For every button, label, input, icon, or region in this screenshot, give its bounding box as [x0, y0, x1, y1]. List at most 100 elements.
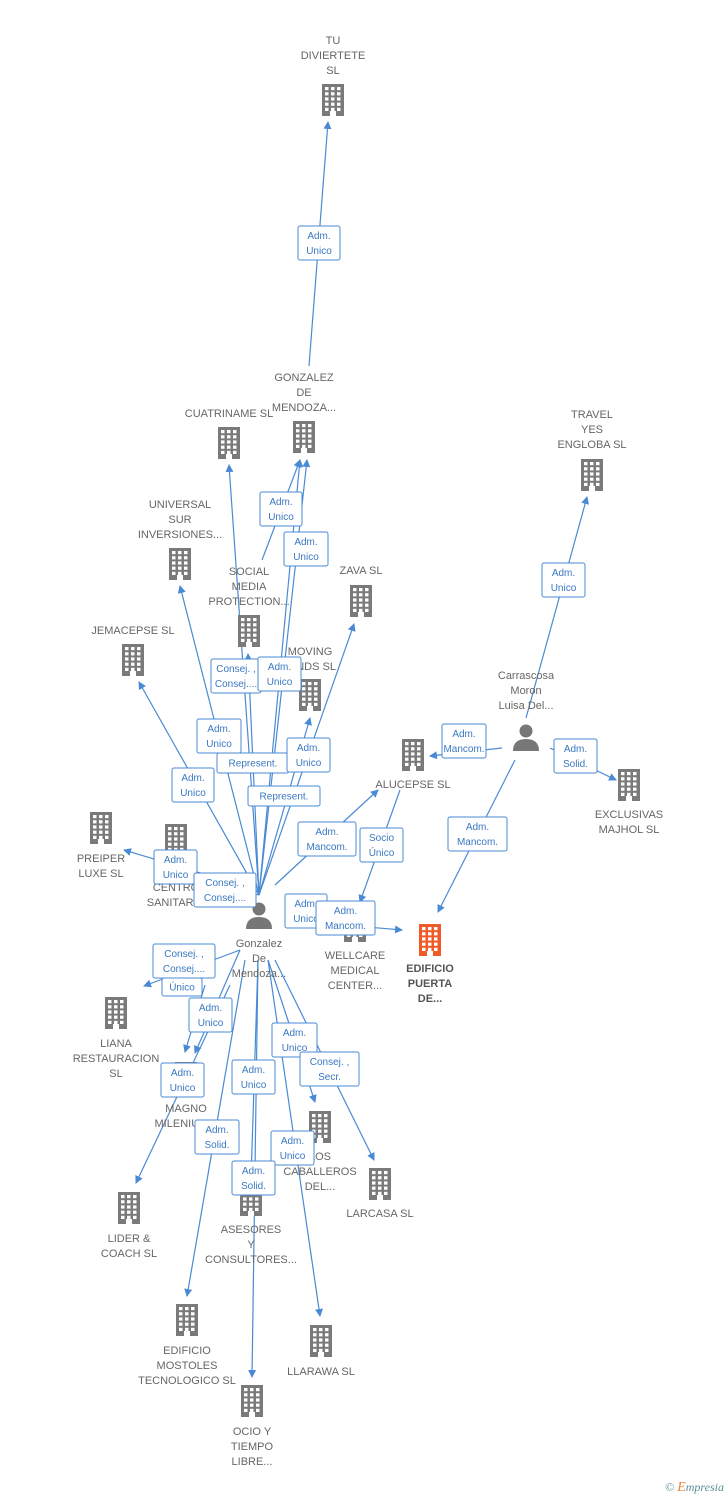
edge-label-e_gp_zava[interactable]: Adm.Unico	[286, 737, 331, 773]
node-jemacepse[interactable]: JEMACEPSE SL	[91, 625, 175, 676]
edge-label-text: Adm.	[452, 729, 475, 740]
node-label-line: WELLCARE	[325, 950, 386, 962]
footer-brand[interactable]: © Empresia	[665, 1480, 724, 1496]
building-icon	[299, 679, 321, 711]
node-label-line: LIDER &	[108, 1233, 151, 1245]
node-label-line: EDIFICIO	[406, 963, 454, 975]
edge-label-e_gp_magno[interactable]: Adm.Unico	[188, 997, 233, 1033]
edge-label-text: Adm.	[205, 1125, 228, 1136]
node-label-line: Y	[247, 1239, 255, 1251]
node-label-line: UNIVERSAL	[149, 499, 211, 511]
edge-label-box	[194, 1119, 240, 1155]
node-ocio_tiempo[interactable]: OCIO YTIEMPOLIBRE...	[231, 1385, 274, 1468]
edge-label-text: Adm.	[283, 1028, 306, 1039]
building-icon	[581, 459, 603, 491]
copyright-symbol: ©	[665, 1480, 675, 1494]
edge-label-text: Solid.	[241, 1181, 266, 1192]
edge-label-box	[160, 1062, 205, 1098]
edge-label-text: Adm.	[281, 1136, 304, 1147]
edge-label-e_carrascosa_exclusivas[interactable]: Adm.Solid.	[553, 738, 598, 774]
node-larcasa[interactable]: LARCASA SL	[346, 1168, 414, 1220]
node-gonzalez_de_mendoza_co[interactable]: GONZALEZDEMENDOZA...	[272, 372, 336, 453]
node-label-line: ZAVA SL	[339, 565, 382, 577]
node-los_caballeros[interactable]: LOSCABALLEROSDEL...	[283, 1111, 357, 1193]
node-asesores[interactable]: ASESORESYCONSULTORES...	[205, 1184, 297, 1266]
edge-label-text: Unico	[241, 1080, 267, 1091]
edge-label-e_gonzalezco_tudiviertete[interactable]: Adm.Unico	[297, 225, 341, 261]
edge-label-text: Consej....	[215, 679, 257, 690]
edge-label-e_gp_centro[interactable]: Consej. ,Consej....	[193, 872, 257, 908]
node-alucepse[interactable]: ALUCEPSE SL	[375, 739, 451, 791]
edge-label-e_gp_caballeros_a[interactable]: Adm.Unico	[271, 1022, 318, 1058]
edge-label-e_gp_social_b[interactable]: Adm.Unico	[257, 656, 302, 692]
node-label-line: DE	[296, 387, 311, 399]
edge-label-text: Unico	[180, 788, 206, 799]
building-icon	[419, 924, 441, 956]
edge-label-box	[447, 816, 508, 852]
edge-label-e_gp_caballeros_b[interactable]: Consej. ,Secr.	[299, 1051, 360, 1087]
edge-label-box	[541, 562, 586, 598]
edge-label-e_gp_liana[interactable]: Consej. ,Consej....	[152, 943, 216, 979]
edge-label-e_gp_jemacepse[interactable]: Represent.	[247, 785, 321, 807]
edge-label-e_carrascosa_travel[interactable]: Adm.Unico	[541, 562, 586, 598]
edge-label-text: Consej. ,	[164, 949, 203, 960]
edge-label-box	[441, 723, 487, 759]
edge-label-box	[270, 1130, 315, 1166]
node-label-line: LIANA	[100, 1038, 132, 1050]
node-label-line: TRAVEL	[571, 409, 613, 421]
node-label-line: CUATRINAME SL	[185, 408, 273, 420]
edge-label-box	[247, 785, 321, 807]
edge-label-text: Único	[369, 846, 395, 859]
node-universal_sur[interactable]: UNIVERSALSURINVERSIONES...	[138, 499, 222, 580]
edge-label-e_carrascosa_edificio[interactable]: Adm.Mancom.	[447, 816, 508, 852]
edge-label-e_gp_edificio[interactable]: Adm.Mancom.	[315, 900, 376, 936]
edge-label-box	[171, 767, 215, 803]
node-label-line: De	[252, 953, 266, 965]
node-label-line: MOVING	[288, 646, 333, 658]
node-zava[interactable]: ZAVA SL	[339, 565, 383, 617]
edge-label-e_gp_gonzalezco_b[interactable]: Adm.Unico	[283, 531, 329, 567]
node-cuatriname[interactable]: CUATRINAME SL	[185, 408, 273, 459]
edge-label-e_gp_preiper[interactable]: Adm.Unico	[153, 849, 198, 885]
edge-label-e_gp_alucepse[interactable]: Adm.Mancom.	[297, 821, 357, 857]
edge-label-e_gp_moving[interactable]: Represent.	[216, 752, 290, 774]
node-edificio_puerta[interactable]: EDIFICIOPUERTADE...	[406, 924, 454, 1005]
node-social_media[interactable]: SOCIALMEDIAPROTECTION...	[208, 566, 290, 647]
edge-label-e_gp_liana_b[interactable]: Único	[161, 977, 203, 997]
edge-label-e_gp_asesores_a[interactable]: Adm.Unico	[231, 1059, 276, 1095]
node-gonzalez_person[interactable]: GonzalezDeMendoza...	[232, 902, 286, 981]
edge-label-text: Consej. ,	[205, 878, 244, 889]
node-label-line: CENTER...	[328, 980, 382, 992]
edge-label-box	[271, 1022, 318, 1058]
node-lider_coach[interactable]: LIDER & COACH SL	[101, 1192, 157, 1260]
edge-label-e_carrascosa_alucepse[interactable]: Adm.Mancom.	[441, 723, 487, 759]
edge-label-text: Represent.	[260, 792, 309, 803]
edge-label-e_gp_lider[interactable]: Adm.Unico	[160, 1062, 205, 1098]
edge-label-text: Único	[169, 981, 195, 994]
node-label-line: MAJHOL SL	[599, 824, 660, 836]
edge-label-e_gp_mostoles[interactable]: Adm.Solid.	[194, 1119, 240, 1155]
node-label-line: MEDICAL	[331, 965, 380, 977]
node-llarawa[interactable]: LLARAWA SL	[287, 1325, 355, 1378]
building-icon	[105, 997, 127, 1029]
edge-label-text: Unico	[206, 739, 232, 750]
edge-label-e_gp_gonzalezco_a[interactable]: Adm.Unico	[259, 491, 303, 527]
edge-label-e_gp_llarawa[interactable]: Adm.Unico	[270, 1130, 315, 1166]
edge-label-e_gp_social_a[interactable]: Consej. ,Consej....	[210, 658, 262, 694]
edge-label-e_gp_universal[interactable]: Adm.Unico	[171, 767, 215, 803]
node-label-line: COACH SL	[101, 1248, 157, 1260]
node-label-line: SL	[326, 65, 339, 77]
edge-label-e_gp_ocio[interactable]: Adm.Solid.	[231, 1160, 276, 1196]
edge-label-e_gp_cuatriname[interactable]: Adm.Unico	[196, 718, 242, 754]
edge-label-text: Adm.	[564, 744, 587, 755]
